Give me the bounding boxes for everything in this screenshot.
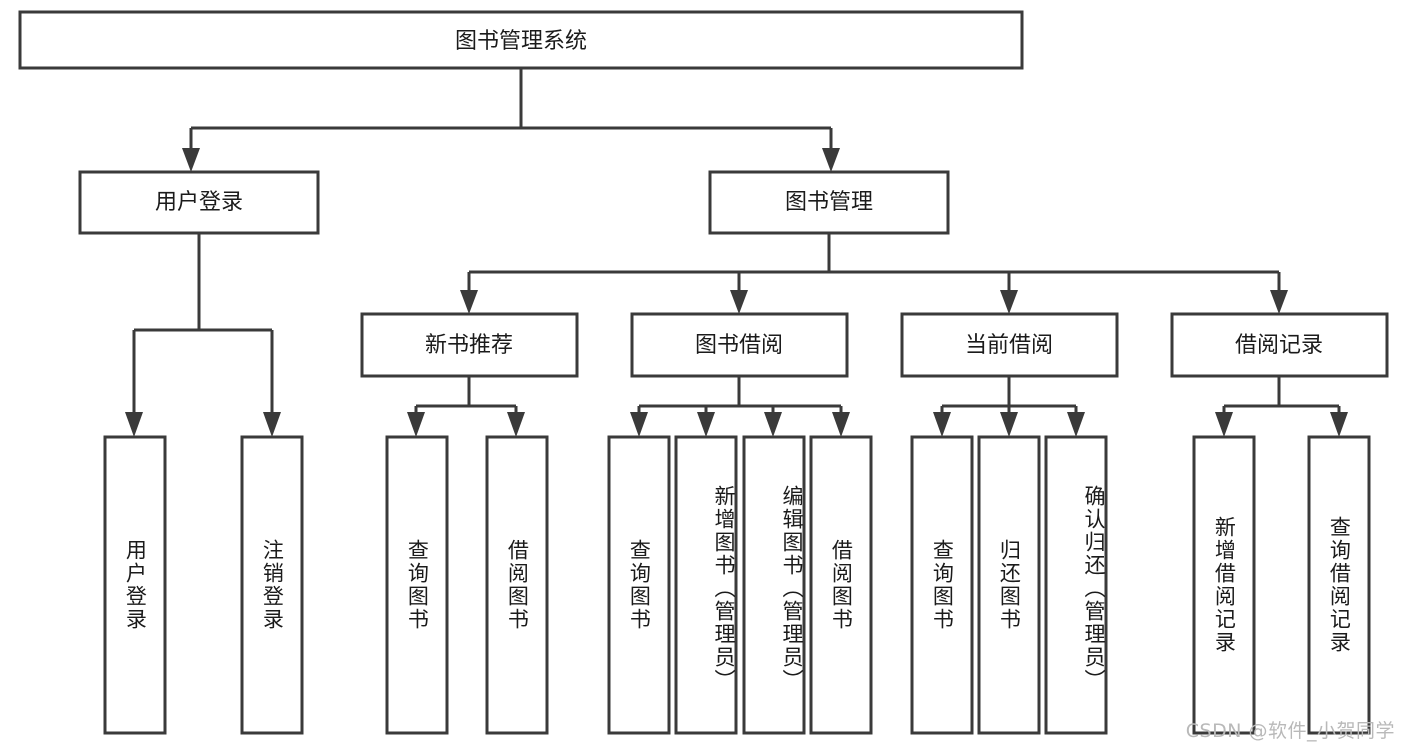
node-leaf-return-book[interactable]: [977, 435, 1041, 735]
connector-userlogin-to-leaves: [125, 233, 281, 437]
connector-bookborrow-to-leaves: [630, 376, 850, 437]
connector-bookmgmt-to-level3: [460, 233, 1288, 314]
node-current-borrow-label: 当前借阅: [965, 333, 1053, 358]
node-current-borrow[interactable]: 当前借阅: [900, 312, 1119, 378]
node-leaf-add-borrow-record[interactable]: [1192, 435, 1256, 735]
node-leaf-query-borrow-record[interactable]: [1307, 435, 1371, 735]
node-leaf-logout-login[interactable]: [240, 435, 304, 735]
node-user-login-label: 用户登录: [155, 190, 243, 215]
node-borrow-record[interactable]: 借阅记录: [1170, 312, 1389, 378]
node-borrow-record-label: 借阅记录: [1235, 333, 1323, 358]
connector-root-to-level2: [182, 68, 840, 172]
node-title-label: 图书管理系统: [455, 29, 587, 54]
node-leaf-borrow-book-2[interactable]: [809, 435, 873, 735]
node-leaf-query-book-1[interactable]: [385, 435, 449, 735]
node-book-borrow[interactable]: 图书借阅: [630, 312, 849, 378]
node-new-book-recommend-label: 新书推荐: [425, 333, 513, 358]
connector-newbook-to-leaves: [407, 376, 525, 437]
node-leaf-confirm-return-admin[interactable]: [1044, 435, 1108, 735]
connector-borrowrecord-to-leaves: [1215, 376, 1348, 437]
node-book-borrow-label: 图书借阅: [695, 333, 783, 358]
node-book-management[interactable]: 图书管理: [708, 170, 950, 235]
node-leaf-query-book-3[interactable]: [910, 435, 974, 735]
node-leaf-add-book-admin[interactable]: [674, 435, 738, 735]
node-title-book-management-system[interactable]: 图书管理系统: [18, 10, 1024, 70]
node-leaf-borrow-book-1[interactable]: [485, 435, 549, 735]
node-book-management-label: 图书管理: [785, 190, 873, 215]
node-leaf-query-book-2[interactable]: [607, 435, 671, 735]
watermark-text: CSDN @软件_小贺同学: [1185, 720, 1395, 742]
node-leaf-edit-book-admin[interactable]: [742, 435, 806, 735]
node-user-login[interactable]: 用户登录: [78, 170, 320, 235]
connector-currentborrow-to-leaves: [933, 376, 1085, 437]
node-leaf-user-login[interactable]: [103, 435, 167, 735]
node-new-book-recommend[interactable]: 新书推荐: [360, 312, 579, 378]
